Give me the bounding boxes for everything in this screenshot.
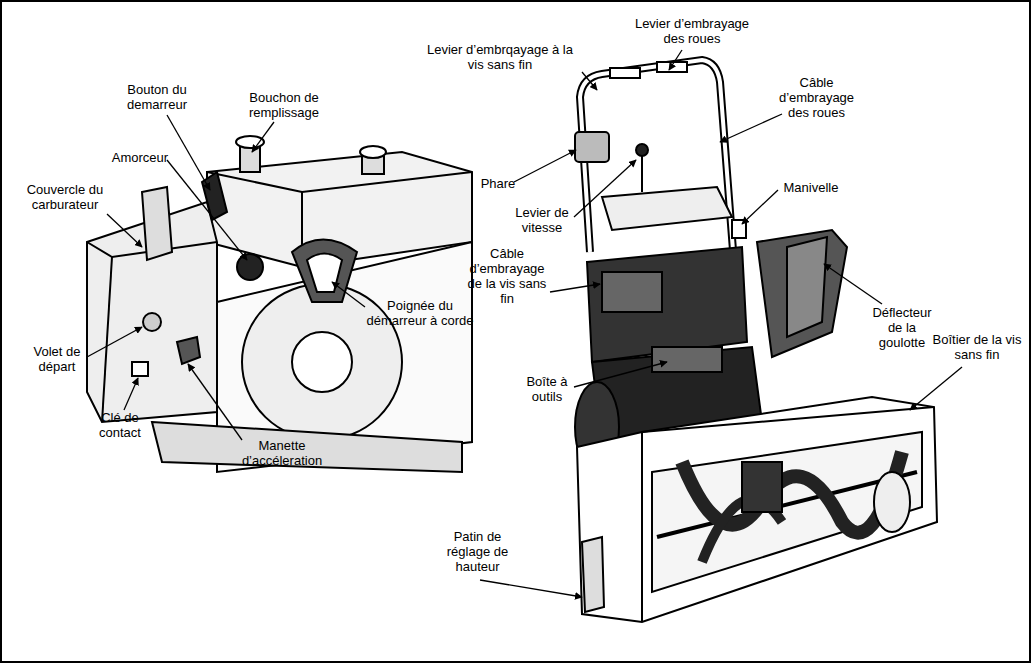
leader-lines	[87, 50, 962, 597]
part-label: Manette d’accéleration	[227, 438, 337, 468]
part-label: Câble d’embrayage des roues	[774, 75, 859, 120]
part-label: Boîtier de la vis sans fin	[927, 332, 1027, 362]
part-label: Levier d’embrqayage à la vis sans fin	[427, 42, 573, 72]
part-label: Bouton du demarreur	[117, 82, 197, 112]
part-label: Volet de départ	[22, 344, 92, 374]
part-label: Bouchon de remplissage	[234, 90, 334, 120]
part-label: Boîte à outils	[517, 374, 577, 404]
part-label: Déflecteur de la goulotte	[867, 305, 937, 350]
part-label: Levier de vitesse	[507, 205, 577, 235]
part-label: Levier d’embrayage des roues	[627, 16, 757, 46]
part-label: Couvercle du carburateur	[20, 182, 110, 212]
part-label: Amorceur	[100, 150, 180, 165]
snowblower-drawing	[575, 60, 937, 622]
part-label: Câble d’embrayage de la vis sans fin	[462, 246, 552, 306]
part-label: Patin de réglage de hauteur	[440, 529, 515, 574]
part-label: Manivelle	[776, 180, 846, 195]
part-label: Clé de contact	[90, 410, 150, 440]
part-label: Phare	[478, 176, 518, 191]
part-label: Poignée du démarreur à corde	[360, 298, 480, 328]
